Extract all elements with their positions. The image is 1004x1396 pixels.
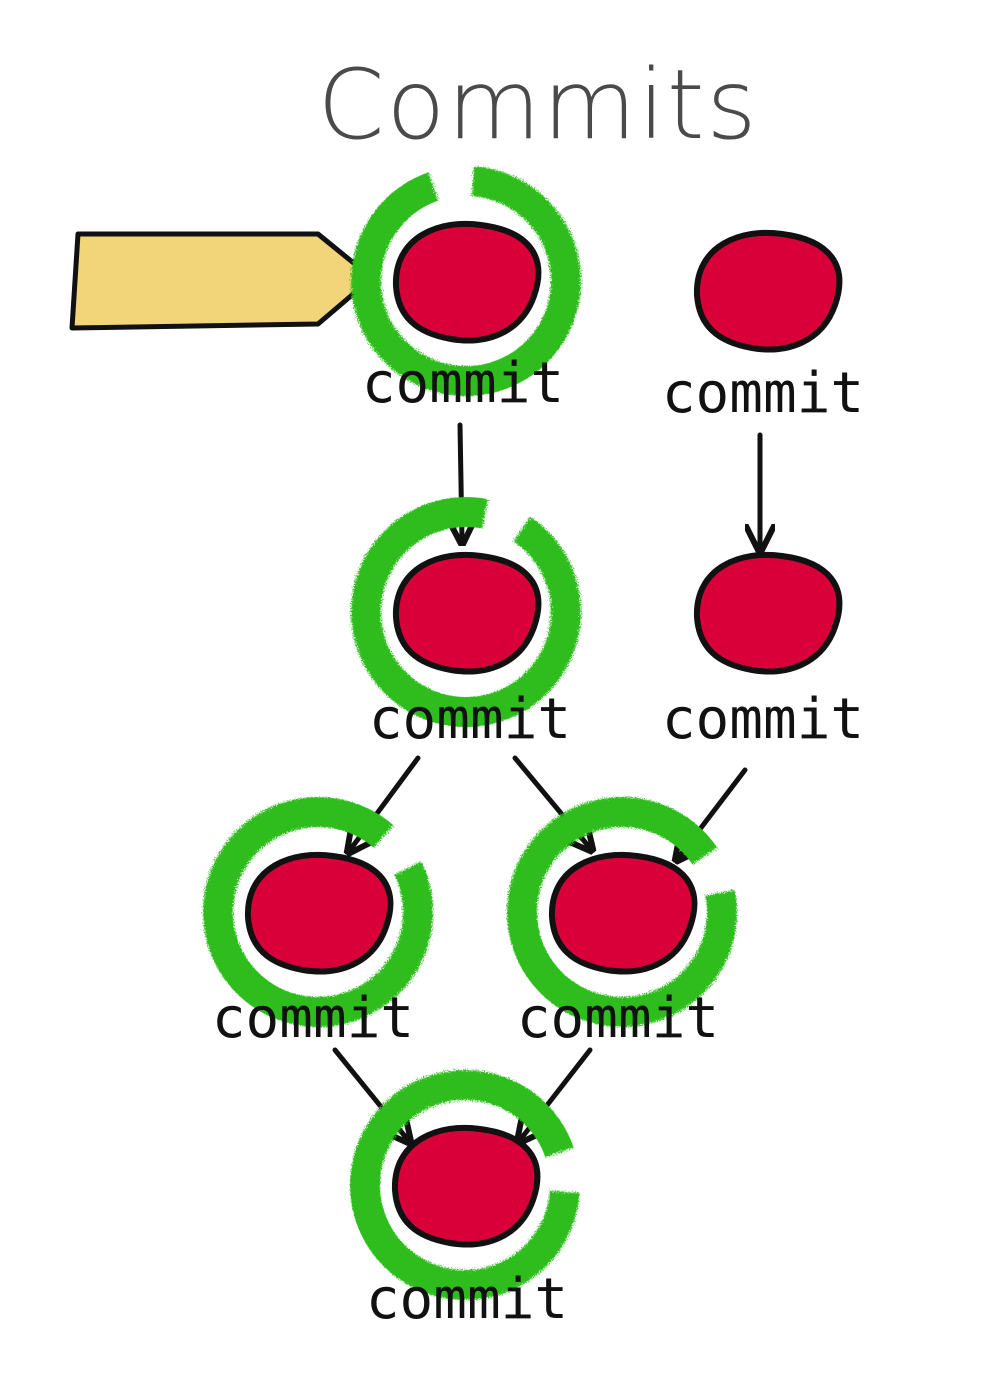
commit-node-c6: commit — [507, 797, 737, 1051]
reachable-ring — [507, 797, 737, 1027]
commit-dot — [244, 851, 394, 975]
commit-node-c1: commit — [351, 166, 581, 416]
commit-label: commit — [366, 1267, 568, 1332]
diagram-title: Commits — [317, 49, 758, 161]
commit-label: commit — [212, 986, 414, 1051]
edges-layer — [332, 422, 760, 1140]
branch-pointer-arrow — [69, 231, 375, 331]
nodes-layer: commit commit commit commit commit commit comm… — [203, 166, 864, 1332]
commit-dot — [392, 220, 542, 344]
commit-dot — [548, 851, 698, 975]
commit-label: commit — [362, 351, 564, 416]
commit-node-c3: commit — [351, 497, 581, 752]
reachable-ring — [350, 1070, 580, 1300]
commit-label: commit — [662, 361, 864, 426]
commit-node-c7: commit — [350, 1070, 580, 1332]
commit-dot — [392, 551, 542, 675]
commit-node-c4: commit — [662, 551, 864, 752]
commit-node-c2: commit — [662, 229, 864, 426]
commit-label: commit — [517, 986, 719, 1051]
reachable-ring — [351, 166, 581, 396]
reachable-ring — [203, 797, 433, 1027]
commit-dot — [693, 551, 843, 675]
commit-label: commit — [662, 687, 864, 752]
commit-node-c5: commit — [203, 797, 433, 1051]
commit-dot — [391, 1124, 541, 1248]
commit-label: commit — [369, 687, 571, 752]
commit-dot — [693, 229, 843, 353]
reachable-ring — [351, 497, 581, 727]
